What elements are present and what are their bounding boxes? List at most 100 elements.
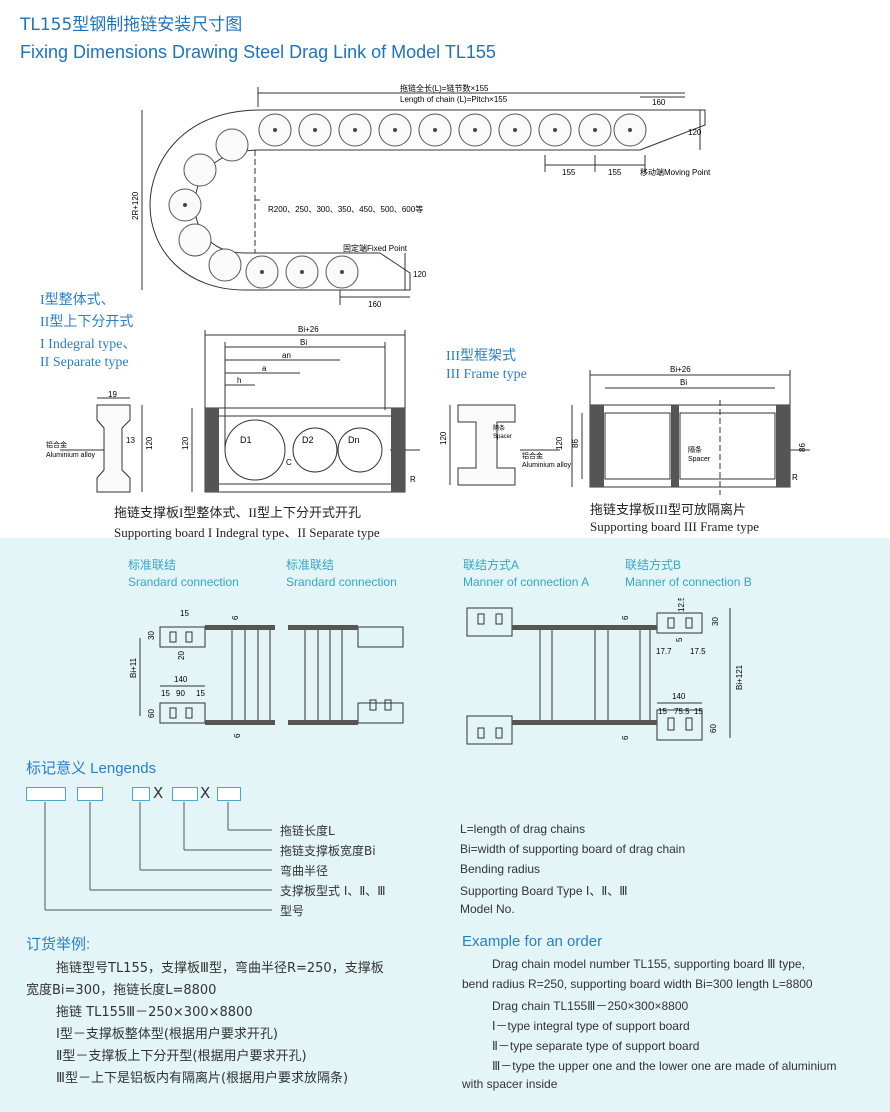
order-en-p7: with spacer inside (462, 1077, 558, 1091)
legend-x-1: X (153, 784, 164, 802)
cd-15b: 15 (161, 689, 170, 698)
legend-cn-length: 拖链长度L (280, 824, 335, 838)
legend-en-radius: Bending radius (460, 862, 541, 876)
caption-right-cn: 拖链支撑板III型可放隔离片 (590, 502, 746, 517)
drag-chain-diagram: 拖链全长(L)=链节数×155 Length of chain (L)=Pitc… (131, 83, 711, 309)
cd-bi11: Bi+11 (129, 657, 138, 678)
dim-bi26-left: Bi+26 (298, 325, 319, 334)
moving-point-label: 移动端Moving Point (640, 167, 711, 177)
caption-left-cn: 拖链支撑板I型整体式、II型上下分开式开孔 (114, 505, 361, 520)
cd-r-6: 6 (621, 615, 630, 620)
order-en-p1: Drag chain model number TL155, supportin… (492, 957, 805, 971)
order-cn-p1: 拖链型号TL155，支撑板Ⅲ型，弯曲半径R=250，支撑板 (56, 961, 384, 976)
cd-6: 6 (231, 615, 240, 620)
cd-90: 90 (176, 689, 185, 698)
order-cn-p6: Ⅲ型－上下是铝板内有隔离片(根据用户要求放隔条) (56, 1071, 349, 1086)
legend-cn-model: 型号 (280, 904, 305, 918)
type2-en: II Separate type (40, 355, 129, 370)
legend-cn-width: 拖链支撑板宽度Bi (280, 844, 376, 858)
order-cn-p5: Ⅱ型－支撑板上下分开型(根据用户要求开孔) (56, 1049, 307, 1064)
cd-r-177: 17.7 (656, 647, 672, 656)
cd-15c: 15 (196, 689, 205, 698)
dim-155-a: 155 (562, 168, 576, 177)
type3-en: III Frame type (446, 367, 527, 382)
legend-en-type: Supporting Board Type Ⅰ、Ⅱ、Ⅲ (460, 884, 628, 898)
legend-en-model: Model No. (460, 902, 515, 916)
alloy-en-left: Aluminium alloy (46, 452, 96, 459)
dim-r-right: R (792, 473, 798, 482)
dim-86b: 86 (798, 443, 807, 452)
support-board-diagrams: 19 13 120 铝合金 Aluminium alloy Bi+26 Bi a… (46, 325, 810, 495)
legend-x-2: X (200, 784, 211, 802)
caption-left-en: Supporting board I Indegral type、II Sepa… (114, 525, 380, 540)
cd-r-5: 5 (675, 637, 684, 642)
cd-6b: 6 (233, 733, 242, 738)
conn-2-en: Srandard connection (286, 575, 397, 589)
legend-box-type (77, 787, 103, 801)
type1-cn: I型整体式、 (40, 293, 115, 308)
label-d1: D1 (240, 435, 252, 445)
alloy-cn-right: 铝合金 (522, 451, 543, 460)
order-en-p2: bend radius R=250, supporting board widt… (462, 977, 813, 991)
dim-bi26-right: Bi+26 (670, 365, 691, 374)
legend-box-length (217, 787, 241, 801)
cd-60: 60 (147, 709, 156, 718)
cd-r-6b: 6 (621, 735, 630, 740)
conn-1-cn: 标准联结 (128, 558, 177, 572)
title-english: Fixing Dimensions Drawing Steel Drag Lin… (20, 42, 496, 62)
legend-box-model (26, 787, 66, 801)
conn-3-en: Manner of connection A (463, 575, 590, 589)
order-en-p4: Ⅰ－type integral type of support board (492, 1019, 690, 1033)
fixed-point-label: 固定端Fixed Point (343, 243, 408, 253)
spacer-en-2: Spacer (688, 456, 711, 463)
cd-15: 15 (180, 609, 189, 618)
cd-r-15: 15 (658, 707, 667, 716)
conn-4-en: Manner of connection B (625, 575, 752, 589)
dim-13: 13 (126, 436, 135, 445)
dim-bi-left: Bi (300, 338, 307, 347)
dim-bi-right: Bi (680, 378, 687, 387)
order-cn-p2: 宽度Bi=300，拖链长度L=8800 (26, 983, 217, 998)
dim-120b-right: 120 (555, 436, 564, 450)
order-cn-p4: Ⅰ型－支撑板整体型(根据用户要求开孔) (56, 1027, 278, 1042)
spacer-cn-2: 隔条 (688, 445, 702, 454)
cd-r-60: 60 (709, 724, 718, 733)
lower-background (0, 538, 890, 1112)
cd-r-125: 12.5 (677, 598, 686, 612)
cd-r-30: 30 (711, 617, 720, 626)
order-en-p6: Ⅲ－type the upper one and the lower one a… (492, 1059, 837, 1073)
dim-h: h (237, 376, 241, 385)
type3-cn: III型框架式 (446, 349, 516, 364)
type2-cn: II型上下分开式 (40, 315, 134, 330)
conn-4-cn: 联结方式B (625, 558, 682, 572)
legend-en-width: Bi=width of supporting board of drag cha… (460, 842, 686, 856)
order-heading-en: Example for an order (462, 933, 603, 950)
dim-120-left: 120 (145, 436, 154, 450)
type1-en: I Indegral type、 (40, 337, 137, 352)
cd-r-15b: 15 (694, 707, 703, 716)
conn-3-cn: 联结方式A (463, 558, 520, 572)
cd-r-bi121: Bi+121 (735, 664, 744, 690)
conn-1-en: Srandard connection (128, 575, 239, 589)
dim-r-left: R (410, 475, 416, 484)
cd-r-140: 140 (672, 692, 686, 701)
dim-120-right: 120 (688, 128, 702, 137)
connection-diagrams: 15 30 6 20 Bi+11 140 15 90 15 60 6 6 12.… (129, 598, 744, 745)
dim-160-top: 160 (652, 98, 666, 107)
dim-120-right-profile: 120 (439, 431, 448, 445)
alloy-en-right: Aluminium alloy (522, 462, 572, 469)
conn-2-cn: 标准联结 (286, 558, 335, 572)
order-heading-cn: 订货举例: (26, 936, 91, 953)
legend-en-length: L=length of drag chains (460, 822, 586, 836)
dim-86: 86 (571, 439, 580, 448)
cd-r-755: 75.5 (674, 707, 690, 716)
spacer-en-1: Spacer (493, 434, 512, 440)
dim-120-bottom: 120 (413, 270, 427, 279)
dim-an: an (282, 351, 291, 360)
title-chinese: TL155型钢制拖链安装尺寸图 (20, 15, 243, 35)
dim-155-b: 155 (608, 168, 622, 177)
label-d2: D2 (302, 435, 314, 445)
alloy-cn-left: 铝合金 (46, 440, 67, 449)
dim-120b-left: 120 (181, 436, 190, 450)
legend-cn-type: 支撑板型式 Ⅰ、Ⅱ、Ⅲ (280, 884, 386, 898)
